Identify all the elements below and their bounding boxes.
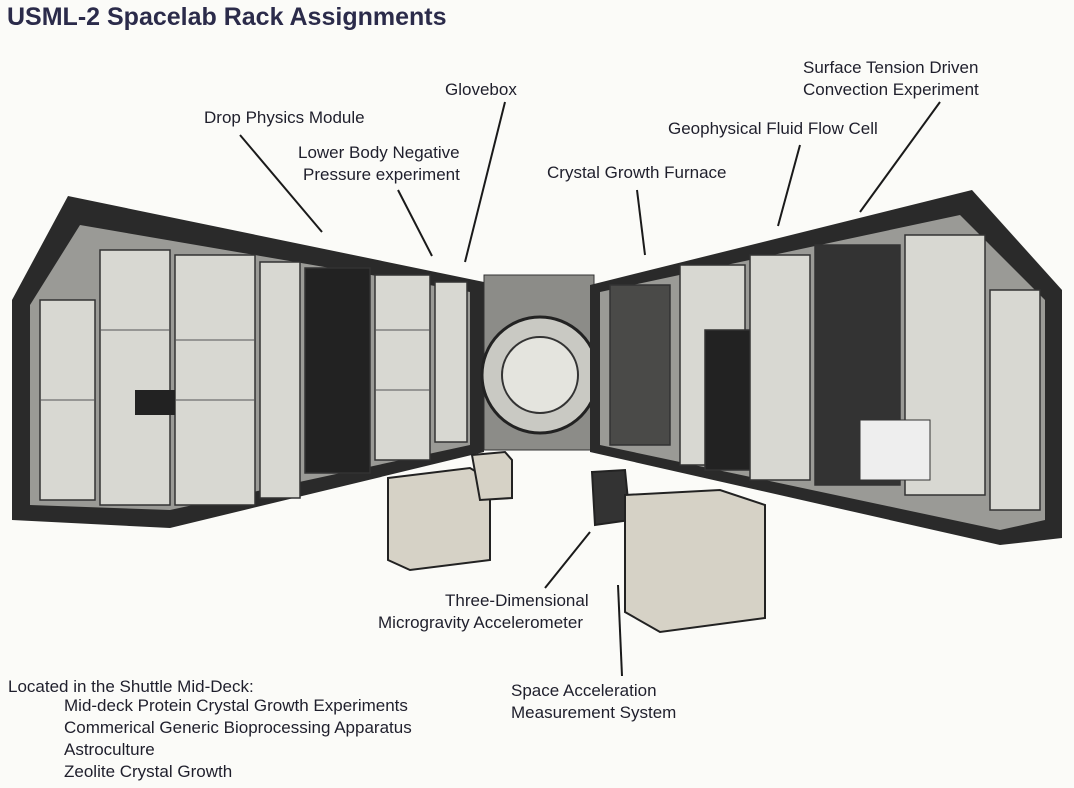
label-sams-line1: Space Acceleration: [511, 681, 657, 700]
left-rack-wing: [12, 196, 484, 528]
label-sams-line2: Measurement System: [511, 703, 677, 722]
middeck-item: Mid-deck Protein Crystal Growth Experime…: [64, 696, 408, 715]
leader-lines: [239, 101, 941, 677]
right-rack-wing: [590, 190, 1062, 545]
label-crystal-growth-furnace: Crystal Growth Furnace: [547, 163, 727, 182]
label-tdma-line2: Microgravity Accelerometer: [378, 613, 584, 632]
label-drop-physics-module: Drop Physics Module: [204, 108, 365, 127]
label-geophysical-fluid-flow-cell: Geophysical Fluid Flow Cell: [668, 119, 878, 138]
label-lbnp-line2: Pressure experiment: [303, 165, 460, 184]
label-tdma-line1: Three-Dimensional: [445, 591, 589, 610]
middeck-heading: Located in the Shuttle Mid-Deck:: [8, 677, 254, 696]
middeck-item: Astroculture: [64, 740, 155, 759]
label-lbnp-line1: Lower Body Negative: [298, 143, 460, 162]
middeck-item: Zeolite Crystal Growth: [64, 762, 233, 781]
floor-boxes: [387, 450, 766, 634]
page-title: USML-2 Spacelab Rack Assignments: [7, 3, 447, 31]
label-stdce-line1: Surface Tension Driven: [803, 58, 979, 77]
airlock-hatch: [480, 274, 600, 451]
label-stdce-line2: Convection Experiment: [803, 80, 979, 99]
middeck-item: Commerical Generic Bioprocessing Apparat…: [64, 718, 412, 737]
label-glovebox: Glovebox: [445, 80, 517, 99]
